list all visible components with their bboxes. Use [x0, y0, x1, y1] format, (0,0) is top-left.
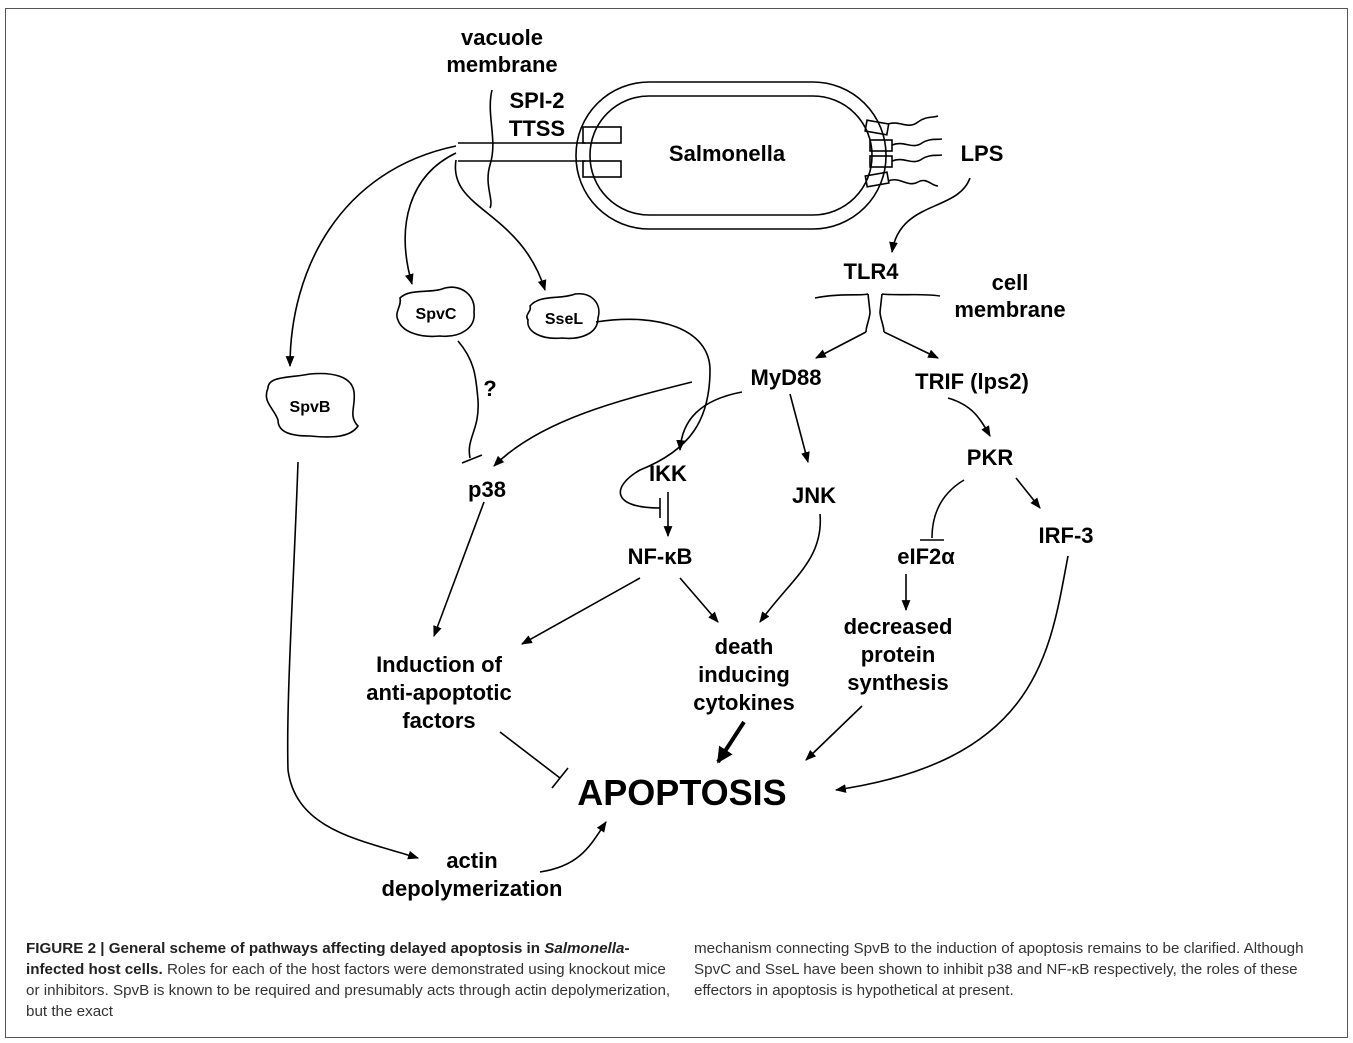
- arrow-myd88-ikk: [676, 391, 743, 452]
- caption-figure-label: FIGURE 2 | General scheme of pathways af…: [26, 940, 541, 957]
- caption-infected: -infected host cells.: [26, 940, 630, 978]
- caption-organism: Salmonella: [544, 940, 625, 957]
- label-decreased-3: synthesis: [847, 670, 949, 695]
- label-ikk: IKK: [649, 461, 687, 486]
- label-jnk: JNK: [792, 483, 836, 508]
- label-irf3: IRF-3: [1039, 523, 1094, 548]
- inhibit-induction-apoptosis: [499, 731, 561, 779]
- arrow-actin-apoptosis: [539, 821, 607, 873]
- arrow-tlr4-myd88: [815, 331, 867, 359]
- label-cell: cell: [992, 270, 1029, 295]
- arrow-irf3-apoptosis: [834, 555, 1069, 793]
- label-induction-1: Induction of: [376, 652, 503, 677]
- label-induction-3: factors: [402, 708, 475, 733]
- label-salmonella: Salmonella: [669, 141, 786, 166]
- label-actin-1: actin: [446, 848, 497, 873]
- label-tlr4: TLR4: [844, 259, 900, 284]
- pathway-diagram: vacuole membrane SPI-2 TTSS Salmonella L…: [265, 25, 1094, 901]
- figure-frame: [5, 8, 1348, 1038]
- lps-appendages: [864, 115, 943, 188]
- label-nfkb: NF-κB: [628, 544, 693, 569]
- label-question: ?: [483, 376, 496, 401]
- inhibit-ssel-nfkb: [595, 318, 711, 509]
- arrow-lps-tlr4: [889, 177, 971, 254]
- label-myd88: MyD88: [751, 365, 822, 390]
- arrow-ttss-spvb: [285, 145, 457, 368]
- label-apoptosis: APOPTOSIS: [577, 772, 786, 813]
- inhibit-pkr-eif2a: [931, 479, 965, 539]
- label-spvc: SpvC: [416, 306, 457, 323]
- label-lps: LPS: [961, 141, 1004, 166]
- cell-membrane: [814, 293, 941, 333]
- caption-left-column: FIGURE 2 | General scheme of pathways af…: [26, 938, 671, 1022]
- arrow-pkr-irf3: [1015, 477, 1041, 509]
- caption-right-column: mechanism connecting SpvB to the inducti…: [694, 938, 1322, 1001]
- label-p38: p38: [468, 477, 506, 502]
- label-pkr: PKR: [967, 445, 1014, 470]
- label-death-3: cytokines: [693, 690, 795, 715]
- arrow-ttss-spvc: [404, 152, 457, 286]
- label-ttss: TTSS: [509, 116, 565, 141]
- spvb-blob: [265, 372, 360, 438]
- label-cell-membrane: membrane: [954, 297, 1065, 322]
- arrow-nfkb-induction: [521, 577, 641, 645]
- label-eif2a: eIF2α: [897, 544, 955, 569]
- label-ssel: SseL: [545, 311, 583, 328]
- ttss-needle: [458, 126, 622, 178]
- arrow-myd88-jnk: [789, 393, 810, 464]
- label-induction-2: anti-apoptotic: [366, 680, 511, 705]
- arrow-spvb-actin: [286, 461, 420, 860]
- arrow-p38-induction: [433, 501, 485, 638]
- arrow-death-apoptosis: [716, 720, 746, 764]
- label-spvb: SpvB: [290, 399, 331, 416]
- label-death-1: death: [715, 634, 774, 659]
- vacuole-membrane-line: [487, 89, 494, 209]
- label-vacuole-membrane: membrane: [446, 52, 557, 77]
- caption-left-text: Roles for each of the host factors were …: [26, 961, 671, 1020]
- label-spi2: SPI-2: [509, 88, 564, 113]
- label-actin-2: depolymerization: [382, 876, 563, 901]
- label-trif: TRIF (lps2): [915, 369, 1029, 394]
- label-decreased-2: protein: [861, 642, 936, 667]
- label-vacuole: vacuole: [461, 25, 543, 50]
- arrow-jnk-death: [759, 513, 822, 623]
- spvc-blob: [396, 286, 475, 338]
- arrow-ssel-p38: [493, 381, 693, 467]
- arrow-trif-pkr: [947, 397, 991, 437]
- arrow-tlr4-trif: [883, 331, 939, 359]
- arrow-nfkb-death: [679, 577, 719, 623]
- arrow-decreased-apoptosis: [805, 705, 863, 761]
- inhibit-spvc-p38: [457, 340, 479, 459]
- caption-right-text: mechanism connecting SpvB to the inducti…: [694, 940, 1304, 999]
- arrow-ttss-ssel: [454, 159, 547, 292]
- label-decreased-1: decreased: [844, 614, 953, 639]
- label-death-2: inducing: [698, 662, 790, 687]
- ssel-blob: [526, 293, 600, 340]
